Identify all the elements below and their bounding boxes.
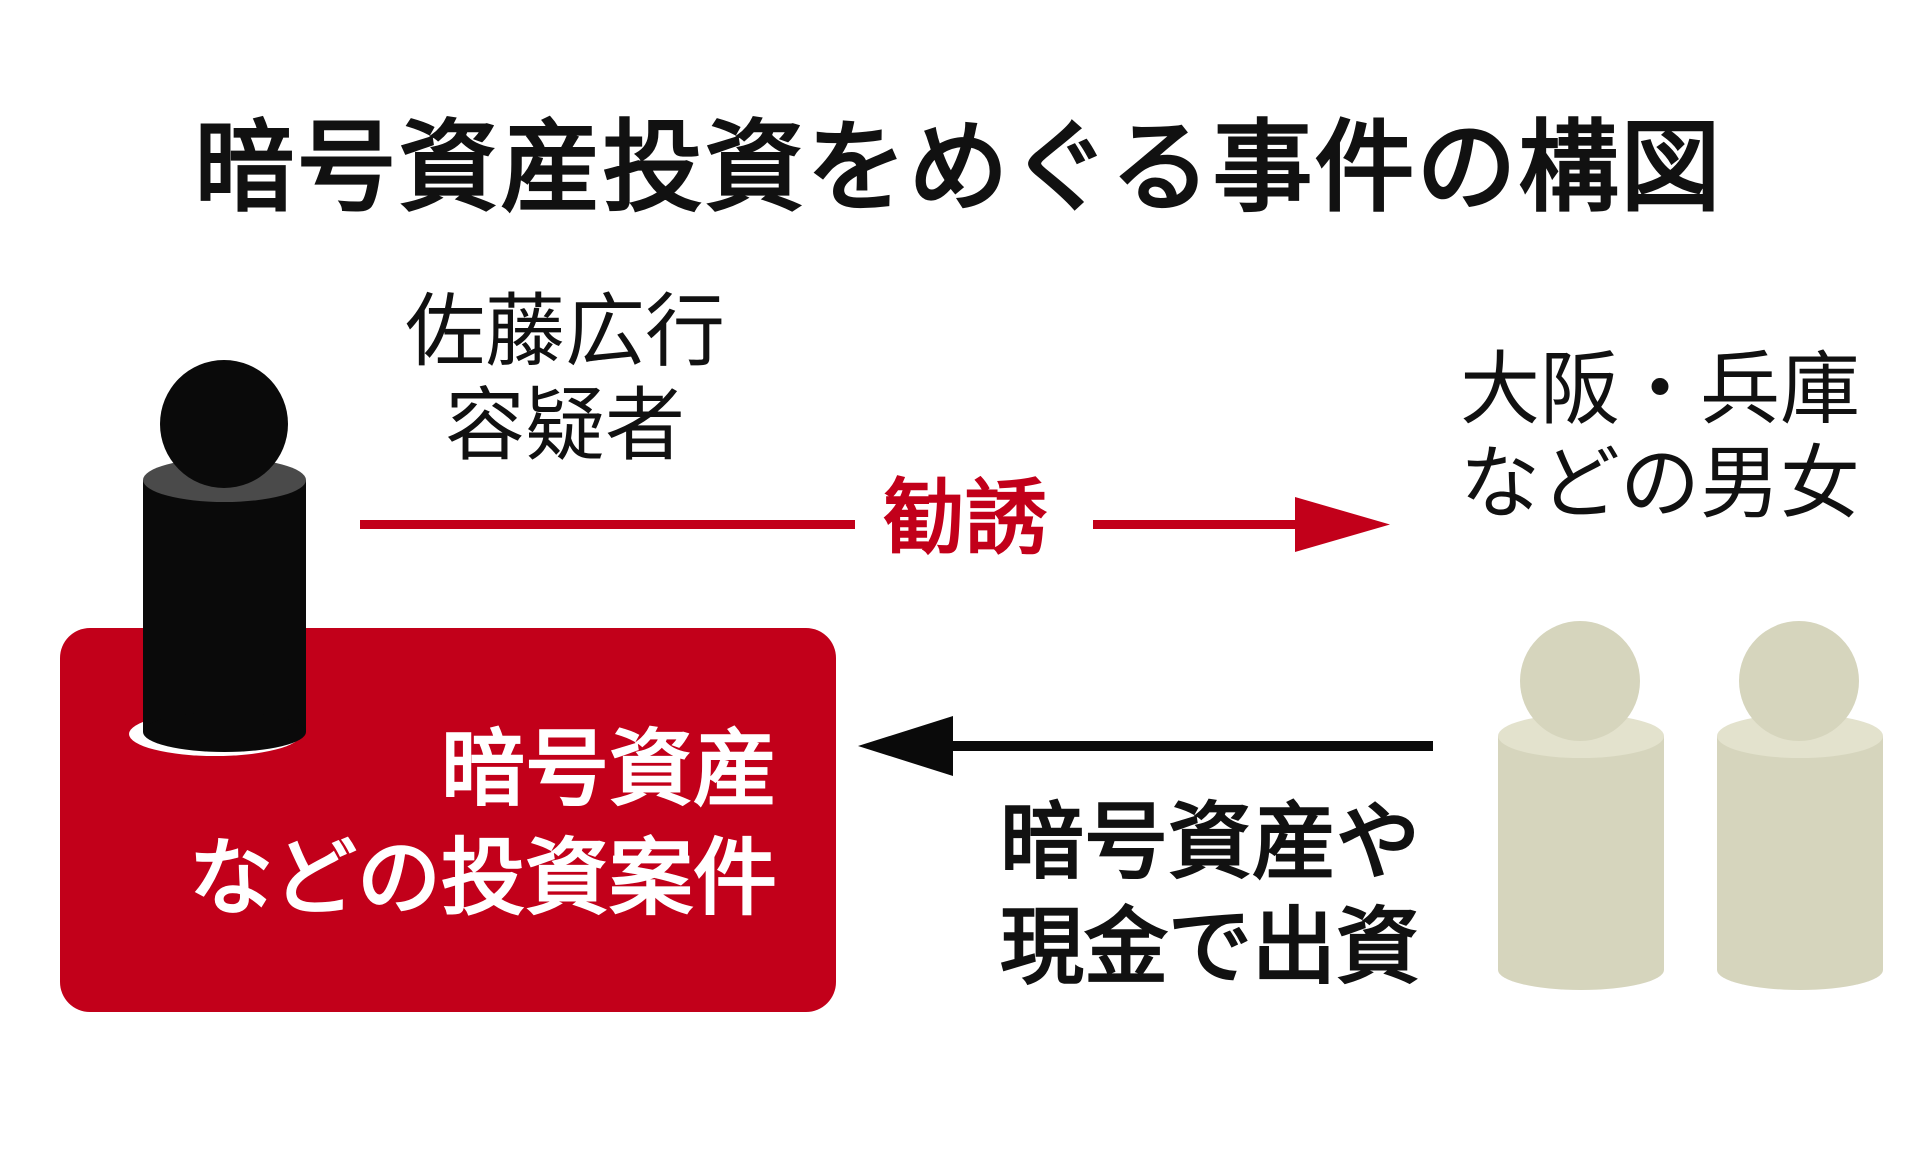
scheme-box-line-2: などの投資案件 [188,829,777,928]
investment-label-line-1: 暗号資産や [999,793,1420,891]
suspect-title: 容疑者 [445,379,685,473]
solicitation-arrow [360,497,1390,552]
victims-region: 大阪・兵庫 [1460,343,1860,436]
suspect-figure-bottom [143,712,306,752]
victim-figure-1-body [1498,736,1664,970]
investment-label: 暗号資産や 現金で出資 [960,790,1460,1000]
investment-arrow-line [935,741,1433,751]
solicitation-arrowhead [1295,497,1390,552]
solicitation-label: 勧誘 [882,471,1047,566]
investment-arrow [858,716,1433,776]
victim-figure-1-head [1520,621,1640,741]
solicitation-arrow-line-left [360,520,855,529]
solicitation-arrow-line-right [1093,520,1313,529]
victim-figure-2-body [1717,736,1883,970]
suspect-name: 佐藤広行 [405,285,725,378]
suspect-figure-body [143,480,306,732]
investment-arrowhead [858,716,953,776]
victims-description: などの男女 [1460,437,1860,531]
victim-figure-2 [1717,621,1883,990]
suspect-figure [129,360,306,756]
victim-figure-1 [1498,621,1664,990]
suspect-figure-head [160,360,288,488]
victims-label: 大阪・兵庫 などの男女 [1410,343,1910,532]
diagram-title: 暗号資産投資をめぐる事件の構図 [194,109,1723,226]
scheme-box-line-1: 暗号資産 [440,720,777,818]
victim-figure-2-head [1739,621,1859,741]
victim-figure-1-bottom [1498,950,1664,990]
scheme-box-label: 暗号資産 などの投資案件 [189,715,777,933]
investment-label-line-2: 現金で出資 [999,898,1420,996]
victim-figure-2-bottom [1717,950,1883,990]
suspect-label: 佐藤広行 容疑者 [330,285,800,474]
